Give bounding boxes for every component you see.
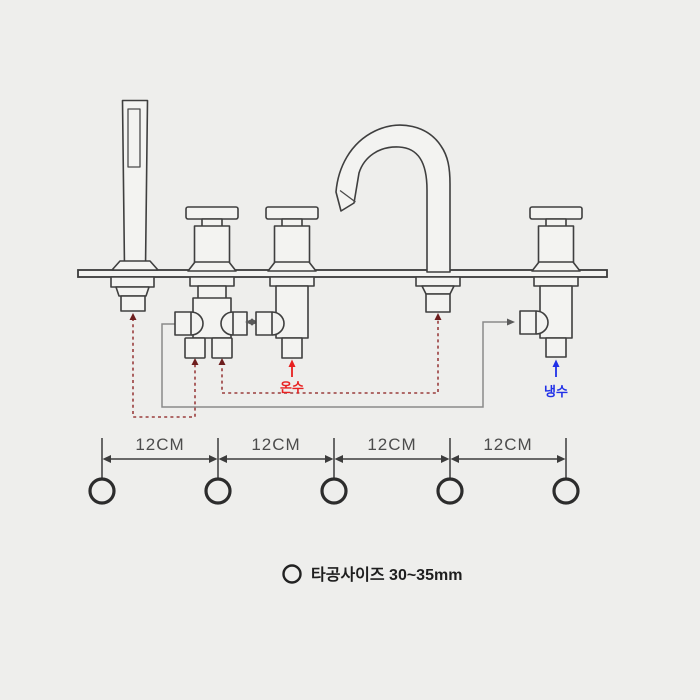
spout-gooseneck xyxy=(335,124,451,273)
mounting-hole xyxy=(436,477,464,505)
arrow-up-icon xyxy=(288,359,296,367)
spout-neck xyxy=(421,285,455,295)
hand-shower-spray-window xyxy=(127,108,141,168)
spout-tailpiece xyxy=(425,293,451,313)
arrow-left-icon xyxy=(450,455,459,463)
dim-label: 12CM xyxy=(483,435,532,454)
deck-plate xyxy=(77,269,608,278)
arrow-right-icon xyxy=(325,455,334,463)
hot-valve-base xyxy=(269,276,315,287)
hand-shower-base xyxy=(110,276,155,288)
cold-valve-tailpiece xyxy=(545,337,567,358)
diverter-neck xyxy=(197,285,227,300)
diverter-valve-handle xyxy=(185,206,239,272)
diverter-valve xyxy=(174,206,248,359)
cold-valve-handle xyxy=(529,206,583,272)
legend: 타공사이즈 30~35mm xyxy=(282,564,462,584)
cold-water-inlet: 냉수 xyxy=(544,359,568,399)
spout xyxy=(335,124,461,313)
diverter-base xyxy=(189,276,235,287)
cold-water-label: 냉수 xyxy=(544,384,568,399)
hot-water-label: 온수 xyxy=(280,380,304,395)
spout-supply-dashed-line xyxy=(218,313,442,394)
diverter-left-port xyxy=(174,311,192,336)
arrow-left-icon xyxy=(102,455,111,463)
hand-shower-tailpiece xyxy=(120,295,146,312)
mounting-hole xyxy=(320,477,348,505)
port-bulge xyxy=(271,311,285,336)
mounting-hole xyxy=(88,477,116,505)
hole-size-label: 타공사이즈 30~35mm xyxy=(311,566,462,584)
cold-valve-base xyxy=(533,276,579,287)
hot-valve-left-port xyxy=(255,311,273,336)
mounting-hole xyxy=(204,477,232,505)
diverter-bottom-port-spout xyxy=(211,337,233,359)
diverter-to-hot-valve-arrow xyxy=(245,318,259,326)
hand-shower-neck xyxy=(115,286,150,297)
dashed-path xyxy=(221,318,439,394)
cold-water-valve xyxy=(519,206,583,358)
port-bulge xyxy=(220,311,234,336)
hot-water-valve xyxy=(255,206,319,359)
dim-label: 12CM xyxy=(367,435,416,454)
arrow-right-icon xyxy=(507,318,515,326)
arrow-right-icon xyxy=(251,318,259,326)
hot-valve-handle xyxy=(265,206,319,272)
arrow-up-icon xyxy=(191,358,199,365)
arrow-right-icon xyxy=(441,455,450,463)
arrow-right-icon xyxy=(209,455,218,463)
arrow-up-icon xyxy=(129,313,137,320)
spout-tip-joint xyxy=(339,189,356,203)
diverter-right-port xyxy=(232,311,248,336)
dim-label: 12CM xyxy=(135,435,184,454)
arrow-right-icon xyxy=(557,455,566,463)
arrow-left-icon xyxy=(334,455,343,463)
diverter-bottom-port-shower xyxy=(184,337,206,359)
dimension-ruler: 12CM 12CM 12CM 12CM xyxy=(88,435,580,505)
shower-supply-dashed-line xyxy=(129,313,199,418)
hand-shower-flange xyxy=(111,260,159,271)
arrow-up-icon xyxy=(434,313,442,320)
mounting-hole xyxy=(552,477,580,505)
spout-base xyxy=(415,276,461,287)
connector-path xyxy=(161,321,512,408)
cold-valve-left-port xyxy=(519,310,537,335)
port-bulge xyxy=(190,311,204,336)
hole-legend-icon xyxy=(282,564,302,584)
arrow-up-icon xyxy=(552,359,560,367)
dashed-path xyxy=(132,318,196,418)
port-bulge xyxy=(535,310,549,335)
hot-valve-tailpiece xyxy=(281,337,303,359)
dim-label: 12CM xyxy=(251,435,300,454)
arrow-up-icon xyxy=(218,358,226,365)
hand-shower xyxy=(110,99,159,312)
hot-water-inlet: 온수 xyxy=(280,359,304,395)
arrow-left-icon xyxy=(218,455,227,463)
